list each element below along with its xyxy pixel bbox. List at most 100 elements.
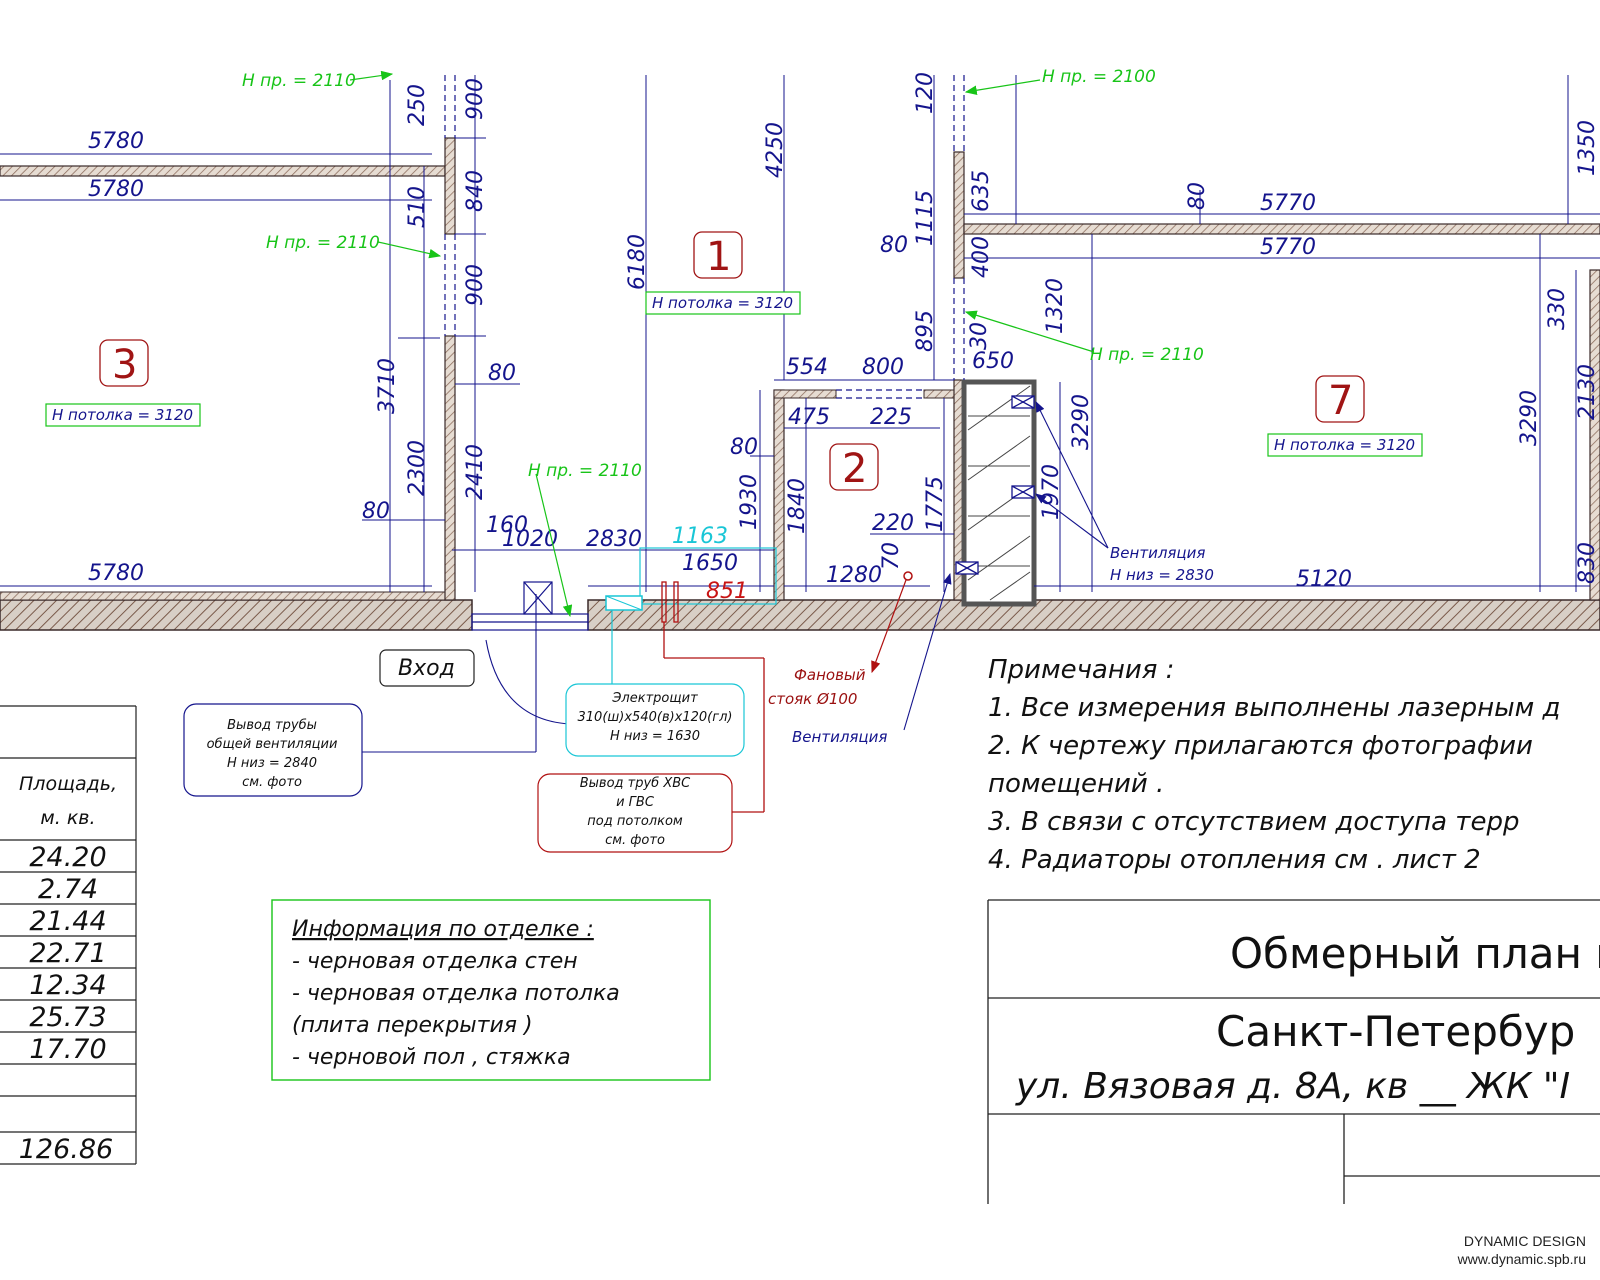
dim-label-vertical: 4250 — [763, 122, 788, 178]
dim-label-vertical: 250 — [405, 84, 430, 126]
opening-heights — [349, 70, 1095, 618]
dim-label-vertical: 1775 — [923, 476, 948, 532]
partition-3-1-top — [444, 137, 456, 235]
area-table-total: 126.86 — [19, 1134, 113, 1165]
dim-label-vertical: 1970 — [1039, 464, 1064, 520]
area-table-cell: 17.70 — [29, 1034, 106, 1065]
title-block-city: Санкт-Петербур — [1216, 1007, 1575, 1056]
room2-top-wall-a — [773, 389, 837, 399]
outer-wall-mid — [587, 599, 1600, 631]
callout-line: под потолком — [587, 814, 683, 829]
entry-label: Вход — [398, 656, 455, 681]
room-number: 3 — [112, 342, 137, 388]
callout-line: Н низ = 1630 — [610, 729, 700, 744]
partition-1-7-top — [953, 151, 965, 279]
callout-line: Н низ = 2840 — [227, 756, 317, 771]
callout-line: Вывод трубы — [227, 718, 317, 733]
area-table-header: м. кв. — [40, 807, 95, 829]
callout-line: Вывод труб ХВС — [580, 776, 691, 791]
area-table — [0, 705, 137, 1165]
dim-label-vertical: 70 — [879, 542, 904, 570]
room-number: 7 — [1328, 378, 1353, 424]
ventilation-label: Н низ = 2830 — [1110, 566, 1214, 584]
dim-label: 160 — [486, 513, 528, 538]
entry-label-box: Вход — [379, 649, 475, 687]
water-pipes-callout: Вывод труб ХВС и ГВС под потолком см. фо… — [537, 773, 733, 853]
dim-label: 650 — [972, 349, 1014, 374]
dim-label-vertical: 330 — [1545, 288, 1570, 330]
dim-label: 5780 — [88, 129, 144, 154]
dim-label: 5780 — [88, 561, 144, 586]
dim-label: 5780 — [88, 177, 144, 202]
outer-wall-left — [0, 599, 473, 631]
dim-label-vertical: 1350 — [1575, 120, 1600, 176]
area-table-cell: 12.34 — [29, 970, 106, 1001]
vent-leader-lines — [362, 401, 1109, 753]
room2-top-wall-b — [923, 389, 955, 399]
dim-label: 80 — [730, 435, 758, 460]
opening-height-label: Н пр. = 2110 — [528, 461, 642, 481]
dim-label: 80 — [488, 361, 516, 386]
dim-label: 5770 — [1260, 235, 1316, 260]
room-tag-7: 7 Н потолка = 3120 — [1267, 375, 1423, 457]
dim-label: 1280 — [826, 563, 882, 588]
opening-height-label: Н пр. = 2100 — [1042, 67, 1156, 87]
room7-top-wall — [963, 223, 1600, 235]
title-block — [987, 899, 1600, 1204]
dim-label: 5770 — [1260, 191, 1316, 216]
notes: Примечания : 1. Все измерения выполнены … — [988, 655, 1561, 875]
dim-label-vertical: 895 — [913, 310, 938, 352]
dim-label-vertical: 635 — [969, 170, 994, 212]
dim-label: 2830 — [586, 527, 642, 552]
partition-3-1-bottom — [444, 335, 456, 601]
dim-label-vertical: 3290 — [1069, 394, 1094, 450]
opening-height-label: Н пр. = 2110 — [266, 233, 380, 253]
callout-line: см. фото — [242, 775, 302, 790]
dim-label: 1650 — [682, 551, 738, 576]
notes-title: Примечания : — [988, 655, 1174, 685]
door-openings — [444, 75, 965, 399]
callout-line: 310(ш)х540(в)х120(гл) — [578, 710, 733, 725]
dim-label: 475 — [788, 405, 830, 430]
room-tag-1: 1 Н потолка = 3120 — [645, 231, 801, 315]
area-table-cell: 25.73 — [29, 1002, 106, 1033]
finish-info-line: - черновая отделка стен — [292, 949, 578, 974]
brand-name: DYNAMIC DESIGN — [1464, 1233, 1586, 1249]
dim-label-vertical: 400 — [969, 236, 994, 278]
title-block-title: Обмерный план н — [1230, 929, 1600, 978]
fan-riser-label: стояк Ø100 — [768, 690, 857, 708]
ventilation-label: Вентиляция — [1110, 544, 1205, 562]
area-table-cell: 21.44 — [29, 906, 106, 937]
ceiling-height-label: Н потолка = 3120 — [1274, 436, 1415, 454]
dim-label: 80 — [880, 233, 908, 258]
notes-item: помещений . — [988, 769, 1164, 799]
area-table-header: Площадь, — [19, 773, 117, 795]
dim-label-vertical: 900 — [463, 78, 488, 120]
notes-item: 1. Все измерения выполнены лазерным д — [988, 693, 1561, 723]
finish-info-line: - черновой пол , стяжка — [292, 1045, 571, 1070]
dim-label-vertical: 2300 — [405, 440, 430, 496]
dim-label-vertical: 900 — [463, 264, 488, 306]
room-number: 2 — [842, 446, 867, 492]
water-pipes-symbol — [661, 581, 765, 813]
notes-item: 4. Радиаторы отопления см . лист 2 — [988, 845, 1481, 875]
dim-label-vertical: 510 — [405, 186, 430, 228]
room-number: 1 — [706, 234, 731, 280]
room-tag-3: 3 Н потолка = 3120 — [45, 339, 201, 427]
finish-info-line: - черновая отделка потолка — [292, 981, 620, 1006]
dim-label-vertical: 1840 — [785, 478, 810, 534]
dim-label-vertical: 120 — [913, 72, 938, 114]
notes-item: 2. К чертежу прилагаются фотографии — [988, 731, 1533, 761]
dim-label-vertical: 2130 — [1575, 364, 1600, 420]
dim-label-cyan: 1163 — [672, 524, 728, 549]
notes-item: 3. В связи с отсутствием доступа терр — [988, 807, 1519, 837]
dim-label: 5120 — [1296, 567, 1352, 592]
dim-label: 220 — [872, 511, 914, 536]
finish-info-line: (плита перекрытия ) — [292, 1013, 533, 1038]
vent-pipe-callout: Вывод трубы общей вентиляции Н низ = 284… — [183, 703, 363, 797]
fan-riser-label: Фановый — [794, 666, 866, 684]
callout-line: общей вентиляции — [207, 737, 338, 752]
dim-label-vertical: 3290 — [1517, 390, 1542, 446]
room-tag-2: 2 — [829, 443, 879, 492]
